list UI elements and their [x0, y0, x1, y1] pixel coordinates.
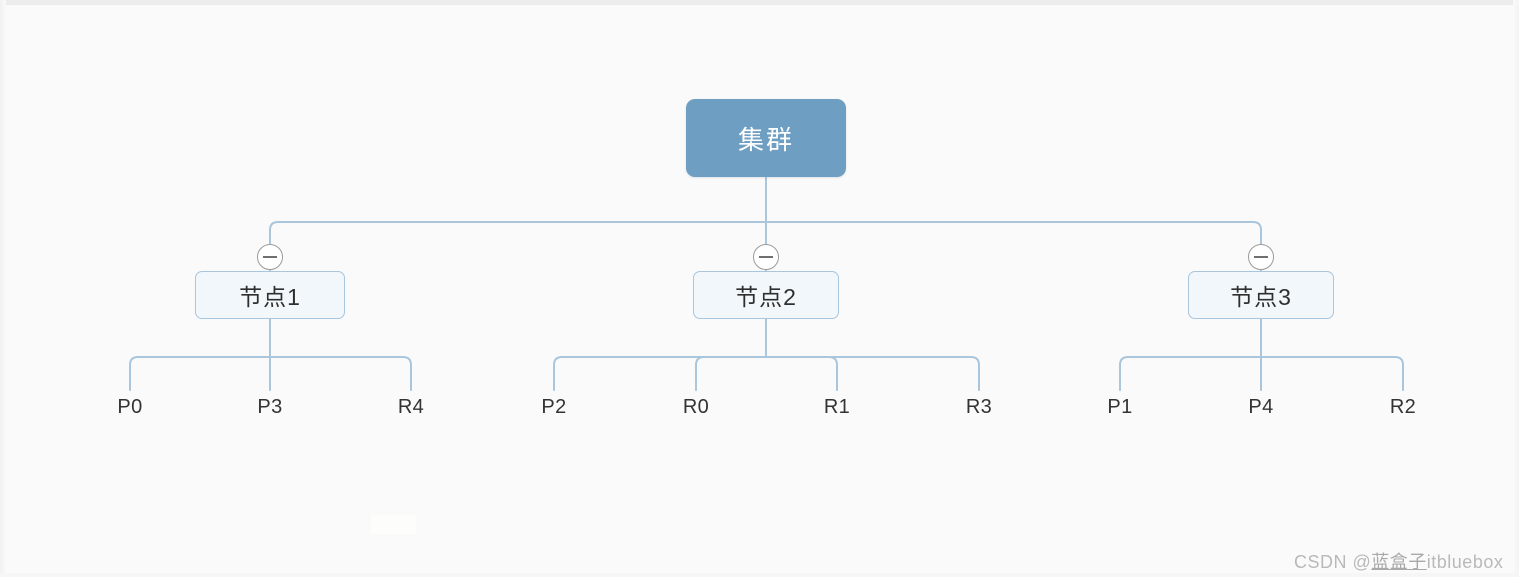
- tree-node-label: 节点1: [239, 284, 301, 310]
- minus-bar: [263, 256, 277, 258]
- tree-node-节点3[interactable]: 节点3: [1188, 271, 1334, 319]
- leaf-node-P1[interactable]: P1: [1107, 396, 1133, 418]
- watermark-prefix: CSDN @: [1294, 552, 1372, 572]
- root-node-label: 集群: [737, 124, 794, 155]
- leaf-node-R3[interactable]: R3: [965, 396, 993, 418]
- leaf-node-P2[interactable]: P2: [541, 396, 567, 418]
- watermark-link: 蓝盒子: [1371, 552, 1427, 572]
- tree-node-label: 节点3: [1230, 284, 1292, 310]
- leaf-node-R1[interactable]: R1: [823, 396, 851, 418]
- canvas-bottom-edge: [0, 573, 1519, 577]
- watermark-suffix: itbluebox: [1426, 552, 1504, 572]
- tree-node-label: 节点2: [735, 284, 797, 310]
- canvas-top-edge: [0, 0, 1519, 5]
- minus-circle-icon[interactable]: [753, 244, 779, 270]
- tree-node-节点2[interactable]: 节点2: [693, 271, 839, 319]
- minus-bar: [1254, 256, 1268, 258]
- root-node-cluster[interactable]: 集群: [686, 99, 846, 177]
- leaf-node-P0[interactable]: P0: [117, 396, 143, 418]
- minus-bar: [759, 256, 773, 258]
- tree-node-节点1[interactable]: 节点1: [195, 271, 345, 319]
- leaf-node-P3[interactable]: P3: [257, 396, 283, 418]
- leaf-node-P4[interactable]: P4: [1248, 396, 1274, 418]
- canvas-left-edge: [0, 0, 6, 577]
- minus-circle-icon[interactable]: [1248, 244, 1274, 270]
- leaf-node-R4[interactable]: R4: [397, 396, 425, 418]
- watermark: CSDN @蓝盒子itbluebox: [1294, 548, 1503, 574]
- canvas-right-edge: [1513, 0, 1519, 577]
- canvas-artifact: [371, 515, 416, 534]
- leaf-node-R0[interactable]: R0: [682, 396, 710, 418]
- minus-circle-icon[interactable]: [257, 244, 283, 270]
- leaf-node-R2[interactable]: R2: [1389, 396, 1417, 418]
